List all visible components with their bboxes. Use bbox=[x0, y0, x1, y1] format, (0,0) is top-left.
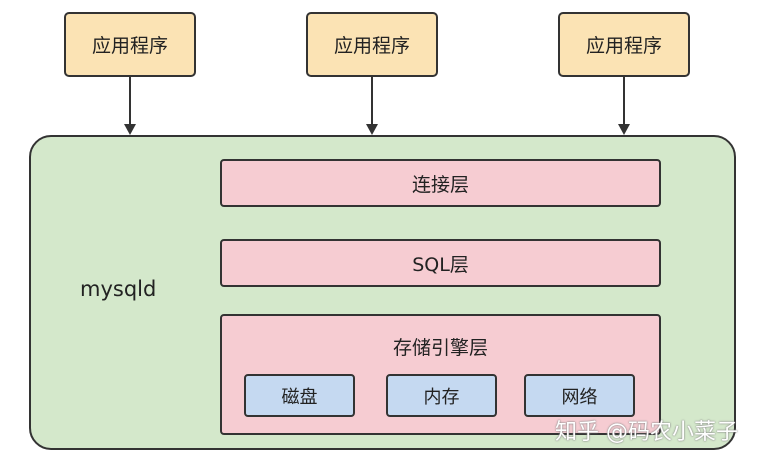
storage-disk: 磁盘 bbox=[244, 374, 355, 417]
arrow-down-3 bbox=[618, 77, 630, 135]
storage-network: 网络 bbox=[524, 374, 635, 417]
sql-layer: SQL层 bbox=[220, 239, 661, 287]
arrow-down-2 bbox=[366, 77, 378, 135]
application-box-2: 应用程序 bbox=[306, 12, 438, 77]
application-box-1: 应用程序 bbox=[64, 12, 196, 77]
connection-layer: 连接层 bbox=[220, 159, 661, 207]
storage-memory: 内存 bbox=[386, 374, 497, 417]
watermark: 知乎 @码农小菜子 bbox=[555, 420, 738, 445]
mysqld-label: mysqld bbox=[80, 277, 157, 301]
arrow-down-1 bbox=[124, 77, 136, 135]
application-box-3: 应用程序 bbox=[558, 12, 690, 77]
